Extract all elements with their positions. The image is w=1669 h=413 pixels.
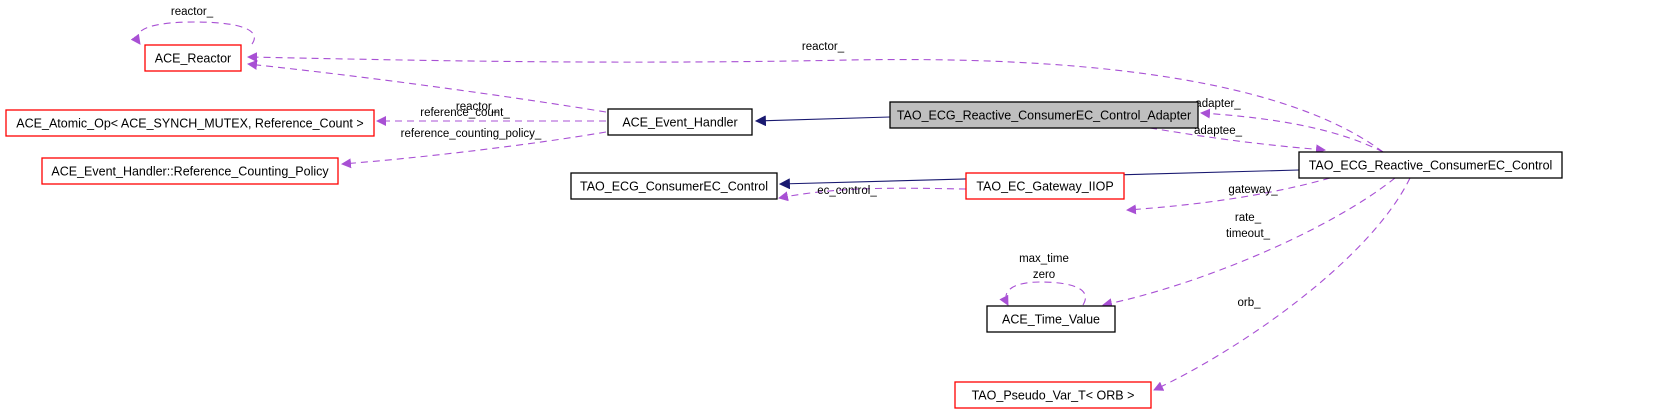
class-node-ace-atomic-op[interactable]: ACE_Atomic_Op< ACE_SYNCH_MUTEX, Referenc…: [5, 109, 375, 137]
class-box[interactable]: [570, 172, 778, 200]
class-node-ace-reactor[interactable]: ACE_Reactor: [144, 44, 242, 72]
usage-edge-reactive_control-to-gateway_iiop: [1126, 177, 1331, 215]
edge-label: reference_count_: [420, 107, 510, 119]
class-name: TAO_ECG_Reactive_ConsumerEC_Control: [1309, 159, 1553, 173]
edge-labels: reactor_reactor_reactor_reference_count_…: [171, 6, 1278, 309]
class-box[interactable]: [965, 172, 1125, 200]
class-name: TAO_ECG_ConsumerEC_Control: [580, 180, 768, 194]
class-box[interactable]: [607, 108, 753, 136]
usage-edge-adapter-to-reactive_control: [1149, 127, 1326, 155]
edge-label: ec_control_: [817, 185, 877, 197]
class-node-reactive-control[interactable]: TAO_ECG_Reactive_ConsumerEC_Control: [1298, 151, 1563, 179]
edge-label: rate_: [1235, 212, 1262, 224]
usage-edge-reactive_control-to-time_value: [1102, 177, 1396, 309]
class-node-adapter[interactable]: TAO_ECG_Reactive_ConsumerEC_Control_Adap…: [889, 101, 1199, 129]
class-name: TAO_ECG_Reactive_ConsumerEC_Control_Adap…: [897, 109, 1191, 123]
inheritance-edge-adapter-to-ace_event_handler: [754, 115, 891, 127]
usage-edge-reactive_control-to-ace_reactor: [247, 52, 1384, 153]
class-name: ACE_Atomic_Op< ACE_SYNCH_MUTEX, Referenc…: [16, 117, 363, 131]
edge-label: adapter_: [1195, 98, 1241, 110]
usage-edge-reactive_control-to-adapter: [1200, 108, 1384, 153]
usage-edge-time_value-to-time_value: [999, 281, 1086, 306]
edge-label: reactor_: [456, 101, 499, 113]
edge-label: reference_counting_policy_: [401, 128, 542, 140]
edge-label: orb_: [1237, 297, 1261, 309]
class-box[interactable]: [954, 381, 1152, 409]
class-node-time-value[interactable]: ACE_Time_Value: [986, 305, 1116, 333]
class-node-ace-event-handler[interactable]: ACE_Event_Handler: [607, 108, 753, 136]
class-box[interactable]: [5, 109, 375, 137]
class-node-ref-counting-policy[interactable]: ACE_Event_Handler::Reference_Counting_Po…: [41, 157, 339, 185]
class-name: ACE_Event_Handler::Reference_Counting_Po…: [51, 165, 329, 179]
class-name: ACE_Time_Value: [1002, 313, 1100, 327]
class-node-pseudo-var[interactable]: TAO_Pseudo_Var_T< ORB >: [954, 381, 1152, 409]
class-box[interactable]: [889, 101, 1199, 129]
usage-edge-ace_event_handler-to-ace_reactor: [247, 59, 607, 113]
edge-label: gateway_: [1228, 184, 1278, 196]
edge-label: reactor_: [171, 6, 214, 18]
class-node-gateway-iiop[interactable]: TAO_EC_Gateway_IIOP: [965, 172, 1125, 200]
class-name: ACE_Reactor: [155, 52, 231, 66]
class-name: TAO_Pseudo_Var_T< ORB >: [972, 389, 1135, 403]
usage-edge-reactive_control-to-pseudo_var: [1153, 177, 1411, 391]
class-node-consumer-ec-control[interactable]: TAO_ECG_ConsumerEC_Control: [570, 172, 778, 200]
class-box[interactable]: [144, 44, 242, 72]
edges: [130, 21, 1411, 391]
class-box[interactable]: [1298, 151, 1563, 179]
class-box[interactable]: [41, 157, 339, 185]
edge-label: reactor_: [802, 41, 845, 53]
class-name: ACE_Event_Handler: [622, 116, 737, 130]
edge-label: timeout_: [1226, 228, 1271, 240]
usage-edge-ace_event_handler-to-ref_counting_policy: [341, 131, 607, 169]
edge-label: max_time: [1019, 253, 1069, 265]
usage-edge-ace_reactor-to-ace_reactor: [130, 21, 255, 45]
class-name: TAO_EC_Gateway_IIOP: [976, 180, 1113, 194]
edge-label: adaptee_: [1194, 125, 1243, 137]
class-box[interactable]: [986, 305, 1116, 333]
edge-label: zero: [1033, 269, 1055, 281]
